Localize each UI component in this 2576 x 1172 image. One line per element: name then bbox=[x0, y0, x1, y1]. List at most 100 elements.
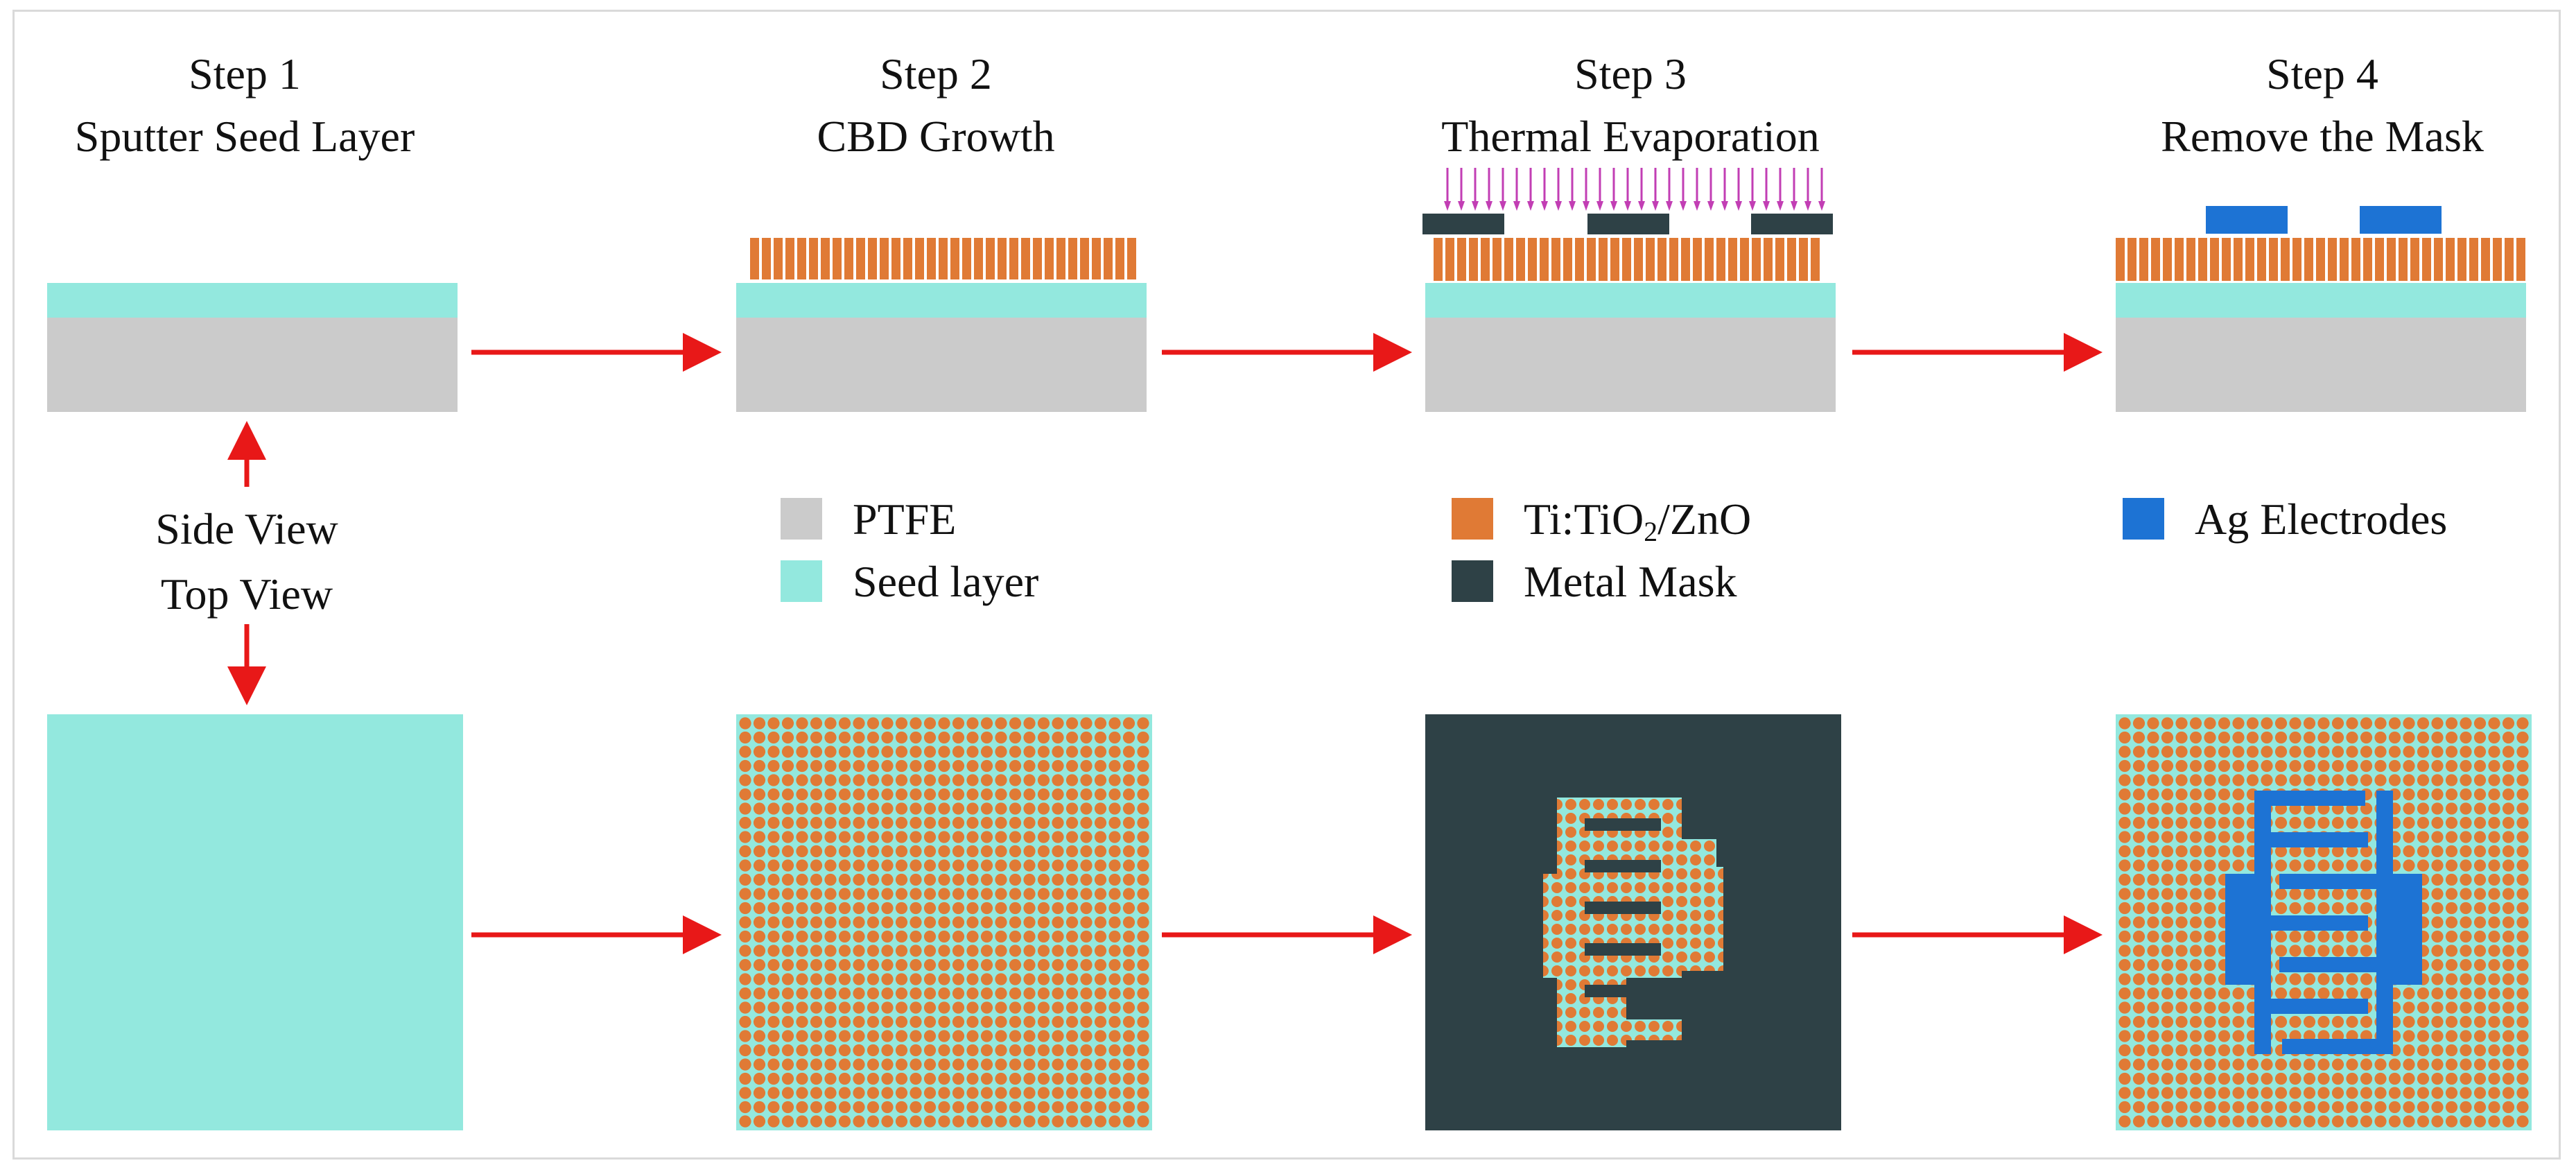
mask-opening-pattern bbox=[1543, 798, 1723, 1047]
nanorod-dot bbox=[1009, 902, 1022, 915]
nanorod-dot bbox=[2147, 774, 2159, 786]
nanorod-dot bbox=[796, 1115, 808, 1128]
nanorod bbox=[903, 238, 912, 279]
nanorod-dot bbox=[895, 831, 908, 843]
nanorod-dot bbox=[2460, 916, 2472, 929]
nanorod-dot bbox=[1037, 902, 1050, 915]
nanorod-dot bbox=[767, 831, 780, 843]
nanorod-dot bbox=[2175, 902, 2188, 915]
nanorod-dot bbox=[2189, 717, 2202, 730]
nanorod-dot bbox=[2175, 973, 2188, 985]
nanorod-dot bbox=[1023, 916, 1036, 929]
nanorod-dot bbox=[2303, 930, 2316, 943]
evaporation-arrow-head bbox=[1596, 201, 1603, 211]
nanorod-dot bbox=[2431, 831, 2444, 843]
nanorod-dot bbox=[2460, 802, 2472, 815]
nanorod-dot bbox=[1052, 746, 1064, 758]
nanorod-dot bbox=[1080, 888, 1093, 900]
nanorod-dot bbox=[1094, 717, 1107, 730]
nanorod-dot bbox=[796, 930, 808, 943]
nanorod-dot bbox=[1023, 1044, 1036, 1057]
nanorod bbox=[750, 238, 759, 279]
nanorod-dot bbox=[1052, 1087, 1064, 1099]
nanorod bbox=[2304, 238, 2313, 281]
nanorod-dot bbox=[1122, 1101, 1135, 1114]
nanorod-dot bbox=[1108, 845, 1121, 858]
nanorod-dot bbox=[1122, 802, 1135, 815]
ptfe-substrate-3 bbox=[1425, 318, 1836, 412]
nanorod-dot bbox=[2502, 1015, 2515, 1028]
nanorod-dot bbox=[739, 788, 751, 801]
nanorod-dot bbox=[952, 788, 965, 801]
nanorod-dot bbox=[1080, 802, 1093, 815]
nanorod-dot bbox=[1094, 945, 1107, 957]
nanorod bbox=[1764, 238, 1773, 281]
nanorod-dot bbox=[2460, 930, 2472, 943]
nanorod-dot bbox=[2445, 717, 2458, 730]
metal-mask-left bbox=[1422, 214, 1504, 234]
nanorod-dot bbox=[952, 987, 965, 1000]
nanorod-dot bbox=[2118, 845, 2131, 858]
nanorod-dot bbox=[2317, 1115, 2330, 1128]
nanorod-dot bbox=[753, 958, 766, 972]
nanorod-dot bbox=[2445, 930, 2458, 943]
nanorod-layer-2 bbox=[750, 238, 1136, 279]
nanorod-dot bbox=[2317, 859, 2330, 872]
evaporation-arrow-head bbox=[1694, 201, 1700, 211]
nanorod-dot bbox=[1037, 816, 1050, 829]
nanorod-dot bbox=[2431, 816, 2444, 829]
nanorod-dot bbox=[2516, 746, 2529, 758]
nanorod-dot bbox=[2118, 731, 2131, 744]
nanorod-dot bbox=[1065, 987, 1079, 1000]
nanorod-dot bbox=[895, 774, 908, 786]
nanorod-dot bbox=[952, 958, 965, 972]
nanorod-dot bbox=[1080, 717, 1093, 730]
nanorod-dot bbox=[739, 873, 751, 886]
nanorod-dot bbox=[2502, 987, 2515, 1000]
nanorod-dot bbox=[824, 945, 837, 957]
nanorod-dot bbox=[1108, 831, 1121, 843]
nanorod-dot bbox=[2445, 888, 2458, 900]
nanorod-dot bbox=[838, 1015, 851, 1028]
nanorod bbox=[844, 238, 853, 279]
nanorod bbox=[1516, 238, 1525, 281]
nanorod-dot bbox=[810, 1101, 823, 1114]
nanorod-dot bbox=[2431, 774, 2444, 786]
nanorod bbox=[2316, 238, 2325, 281]
nanorod-dot bbox=[796, 859, 808, 872]
nanorod-dot bbox=[881, 717, 894, 730]
nanorod-dot bbox=[824, 802, 837, 815]
mask-finger bbox=[1585, 818, 1661, 831]
nanorod-dot bbox=[853, 774, 865, 786]
nanorod-dot bbox=[1137, 802, 1149, 815]
nanorod-dot bbox=[938, 1044, 950, 1057]
nanorod-dot bbox=[2118, 1030, 2131, 1042]
nanorod-dot bbox=[952, 973, 965, 985]
nanorod-dot bbox=[2317, 816, 2330, 829]
nanorod bbox=[1740, 238, 1749, 281]
nanorod-dot bbox=[2147, 930, 2159, 943]
nanorod-dot bbox=[2346, 859, 2358, 872]
nanorod-dot bbox=[2147, 1030, 2159, 1042]
nanorod-dot bbox=[796, 1015, 808, 1028]
nanorod-dot bbox=[1065, 831, 1079, 843]
nanorod-dot bbox=[2502, 788, 2515, 801]
nanorod-dot bbox=[838, 945, 851, 957]
nanorod-dot bbox=[2204, 930, 2216, 943]
nanorod-dot bbox=[838, 987, 851, 1000]
nanorod-dot bbox=[853, 1001, 865, 1014]
nanorod-dot bbox=[1052, 816, 1064, 829]
nanorod-dot bbox=[853, 873, 865, 886]
nanorod-dot bbox=[952, 1072, 965, 1085]
nanorod-dot bbox=[2317, 717, 2330, 730]
nanorod-dot bbox=[1037, 973, 1050, 985]
nanorod-dot bbox=[2331, 1058, 2344, 1071]
nanorod-dot bbox=[2388, 759, 2401, 773]
nanorod-dot bbox=[923, 717, 937, 730]
nanorod-dot bbox=[2516, 916, 2529, 929]
nanorod-dot bbox=[810, 873, 823, 886]
nanorod-dot bbox=[2417, 816, 2430, 829]
nanorod-dot bbox=[952, 930, 965, 943]
nanorod-dot bbox=[2303, 902, 2316, 915]
nanorod-dot bbox=[1052, 930, 1064, 943]
